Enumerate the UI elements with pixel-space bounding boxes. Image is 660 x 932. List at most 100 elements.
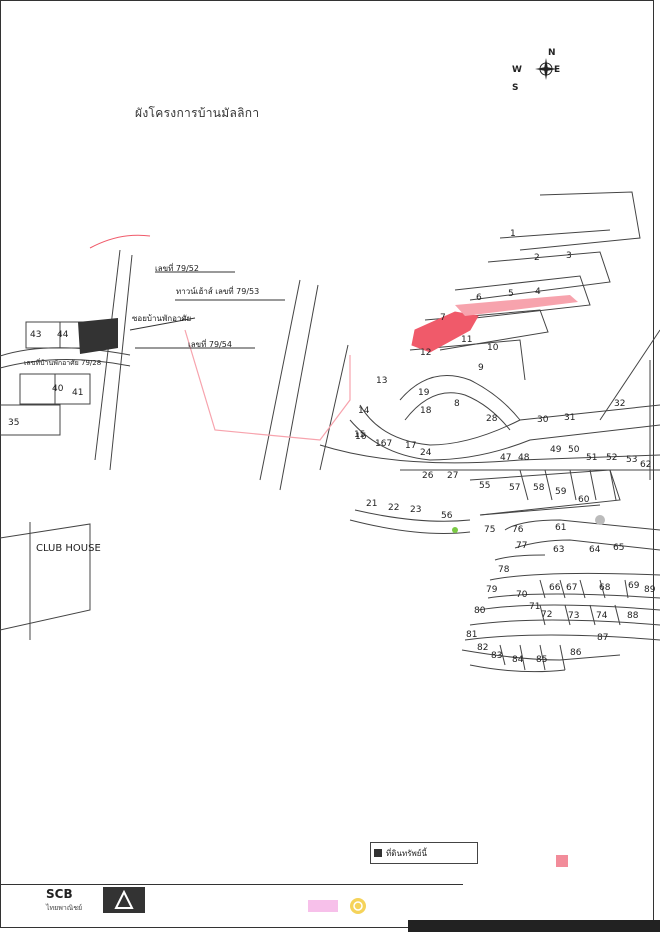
callout-house-54: เลขที่ 79/54 (188, 340, 232, 349)
lot-number-63: 63 (553, 545, 564, 555)
lot-number-76: 76 (512, 525, 524, 535)
lot-number-73: 73 (568, 611, 579, 621)
lot-number-4: 4 (535, 287, 541, 297)
lot-number-35: 35 (8, 418, 19, 428)
lot-number-3: 3 (566, 251, 572, 261)
lot-number-88: 88 (627, 611, 639, 621)
lot-number-70: 70 (516, 590, 528, 600)
route-line-top (89, 234, 151, 249)
lot-number-8: 8 (454, 399, 460, 409)
lot-number-30: 30 (537, 415, 549, 425)
legend-box: ที่ดินทรัพย์นี้ (370, 842, 478, 864)
sticker-icon (308, 898, 366, 914)
existing-building (78, 318, 118, 354)
lot-number-75: 75 (484, 525, 495, 535)
lot-number-26: 26 (422, 471, 434, 481)
compass-s: S (512, 83, 519, 93)
lot-number-1: 1 (510, 229, 516, 239)
lot-number-16: 16 (355, 432, 367, 442)
lot-number-167: 167 (375, 439, 392, 449)
lot-number-53: 53 (626, 455, 637, 465)
brand-logo-icon (103, 887, 145, 913)
lot-number-13: 13 (376, 376, 387, 386)
club-house-label: CLUB HOUSE (36, 543, 101, 554)
lot-number-5: 5 (508, 289, 514, 299)
lot-number-65: 65 (613, 543, 624, 553)
lot-number-41: 41 (72, 388, 83, 398)
lot-number-31: 31 (564, 413, 575, 423)
highlighted-lot (411, 311, 479, 353)
lot-number-60: 60 (578, 495, 590, 505)
compass-rose: N W E S (508, 48, 562, 94)
lot-number-57: 57 (509, 483, 520, 493)
lot-number-15: 15 (354, 430, 365, 440)
lot-number-11: 11 (461, 335, 472, 345)
bottom-bar (408, 920, 660, 932)
lot-number-22: 22 (388, 503, 399, 513)
brand-name: SCB (46, 887, 73, 901)
lot-number-67: 67 (566, 583, 577, 593)
lot-number-12: 12 (420, 348, 431, 358)
legend-swatch (374, 849, 382, 857)
lot-number-68: 68 (599, 583, 611, 593)
lot-number-61: 61 (555, 523, 566, 533)
lot-number-89: 89 (644, 585, 656, 595)
brand-subtitle: ไทยพาณิชย์ (46, 904, 83, 912)
highlight-strip (455, 295, 578, 316)
lot-number-72: 72 (541, 610, 552, 620)
lot-number-83: 83 (491, 651, 502, 661)
lot-number-7: 7 (440, 313, 446, 323)
lot-number-40: 40 (52, 384, 64, 394)
lot-number-18: 18 (420, 406, 432, 416)
callout-road: ซอยบ้านพักอาศัย (132, 314, 192, 323)
compass-icon (535, 58, 557, 80)
lot-number-51: 51 (586, 453, 597, 463)
lot-number-81: 81 (466, 630, 477, 640)
lot-number-44: 44 (57, 330, 69, 340)
lot-number-21: 21 (366, 499, 377, 509)
green-marker (452, 527, 458, 533)
lot-number-27: 27 (447, 471, 458, 481)
lot-number-77: 77 (516, 541, 527, 551)
grey-marker (595, 515, 605, 525)
lot-number-23: 23 (410, 505, 421, 515)
lot-number-66: 66 (549, 583, 561, 593)
lot-number-17: 17 (405, 441, 416, 451)
lot-number-6: 6 (476, 293, 482, 303)
lot-number-50: 50 (568, 445, 580, 455)
lot-number-48: 48 (518, 453, 530, 463)
lot-number-86: 86 (570, 648, 582, 658)
lot-number-55: 55 (479, 481, 490, 491)
lot-number-47: 47 (500, 453, 511, 463)
lot-number-79: 79 (486, 585, 498, 595)
lot-number-19: 19 (418, 388, 430, 398)
pink-marker (556, 855, 568, 867)
lot-number-62: 62 (640, 460, 651, 470)
lot-number-59: 59 (555, 487, 567, 497)
compass-w: W (512, 65, 522, 75)
callout-house-53: ทาวน์เฮ้าส์ เลขที่ 79/53 (176, 287, 260, 296)
callout-house-52: เลขที่ 79/52 (155, 264, 199, 273)
lot-number-85: 85 (536, 655, 547, 665)
route-line (184, 329, 351, 441)
lot-number-10: 10 (487, 343, 499, 353)
lot-number-74: 74 (596, 611, 608, 621)
lot-number-9: 9 (478, 363, 484, 373)
lot-number-49: 49 (550, 445, 562, 455)
lot-number-28: 28 (486, 414, 498, 424)
map-title: ผังโครงการบ้านมัลลิกา (135, 106, 260, 120)
footer-divider (0, 884, 463, 885)
lot-number-52: 52 (606, 453, 617, 463)
lot-number-24: 24 (420, 448, 432, 458)
compass-e: E (554, 65, 561, 75)
compass-n: N (548, 48, 556, 58)
legend-label: ที่ดินทรัพย์นี้ (386, 848, 427, 858)
lot-number-84: 84 (512, 655, 524, 665)
lot-number-80: 80 (474, 606, 486, 616)
lot-block-left-low (0, 404, 61, 436)
lot-number-2: 2 (534, 253, 540, 263)
lot-number-78: 78 (498, 565, 510, 575)
lot-number-58: 58 (533, 483, 545, 493)
